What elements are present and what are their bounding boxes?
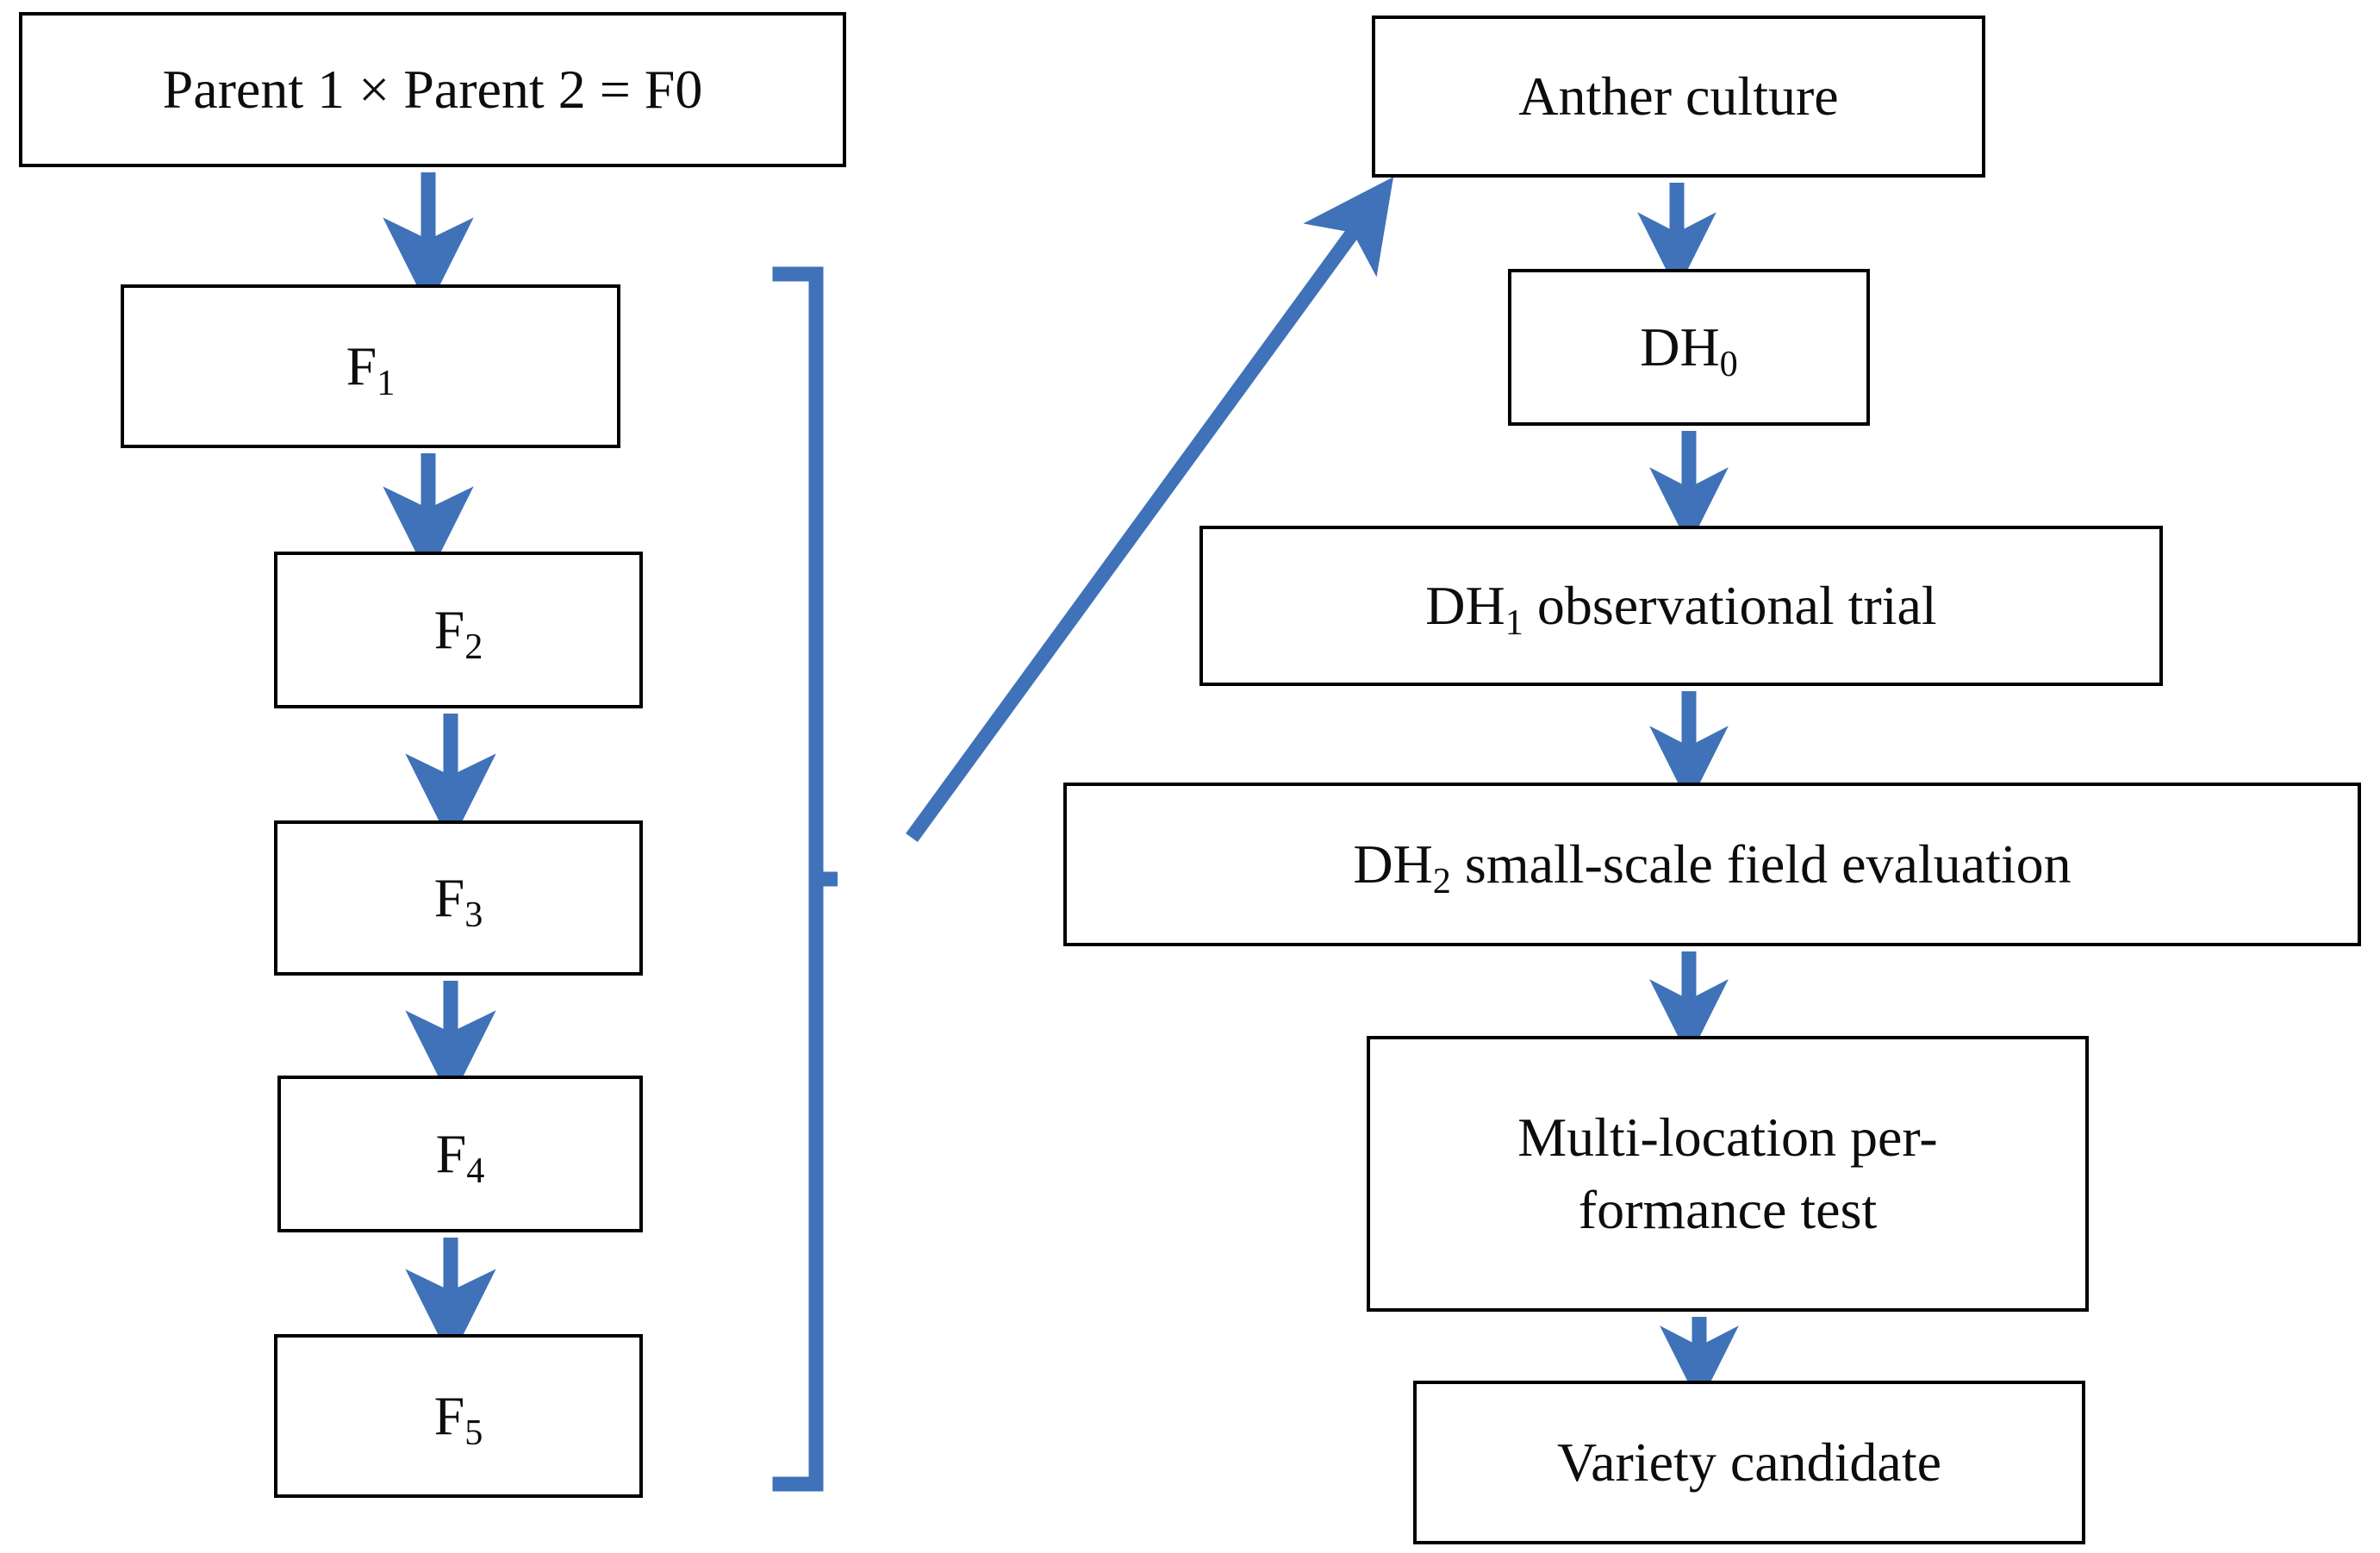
node-multi-location-performance-test[interactable]: Multi-location per- formance test	[1367, 1036, 2089, 1312]
node-variety-candidate-label: Variety candidate	[1557, 1431, 1941, 1493]
bracket-f1-to-f5	[772, 266, 838, 1492]
node-dh0[interactable]: DH0	[1508, 269, 1870, 426]
node-multi-location-label: Multi-location per- formance test	[1517, 1106, 1938, 1240]
node-f2-label: F2	[433, 598, 483, 667]
node-f0-label: Parent 1 × Parent 2 = F0	[162, 58, 703, 120]
node-f4[interactable]: F4	[277, 1076, 643, 1232]
node-f2[interactable]: F2	[274, 552, 643, 708]
node-f3-label: F3	[433, 866, 483, 935]
node-f4-label: F4	[435, 1122, 485, 1191]
node-f5-label: F5	[433, 1384, 483, 1453]
node-f5[interactable]: F5	[274, 1334, 643, 1498]
node-variety-candidate[interactable]: Variety candidate	[1413, 1381, 2085, 1544]
node-dh1-observational-trial[interactable]: DH1 observational trial	[1199, 526, 2163, 686]
node-f1-label: F1	[346, 334, 396, 403]
node-anther-culture[interactable]: Anther culture	[1372, 16, 1985, 178]
node-f3[interactable]: F3	[274, 820, 643, 976]
node-dh2-label: DH2 small-scale field evaluation	[1353, 833, 2072, 901]
node-dh0-label: DH0	[1640, 315, 1738, 384]
node-anther-culture-label: Anther culture	[1518, 65, 1839, 127]
node-f1[interactable]: F1	[121, 284, 620, 448]
node-dh1-label: DH1 observational trial	[1425, 574, 1937, 643]
node-dh2-field-evaluation[interactable]: DH2 small-scale field evaluation	[1063, 783, 2361, 946]
node-f0[interactable]: Parent 1 × Parent 2 = F0	[19, 12, 846, 167]
